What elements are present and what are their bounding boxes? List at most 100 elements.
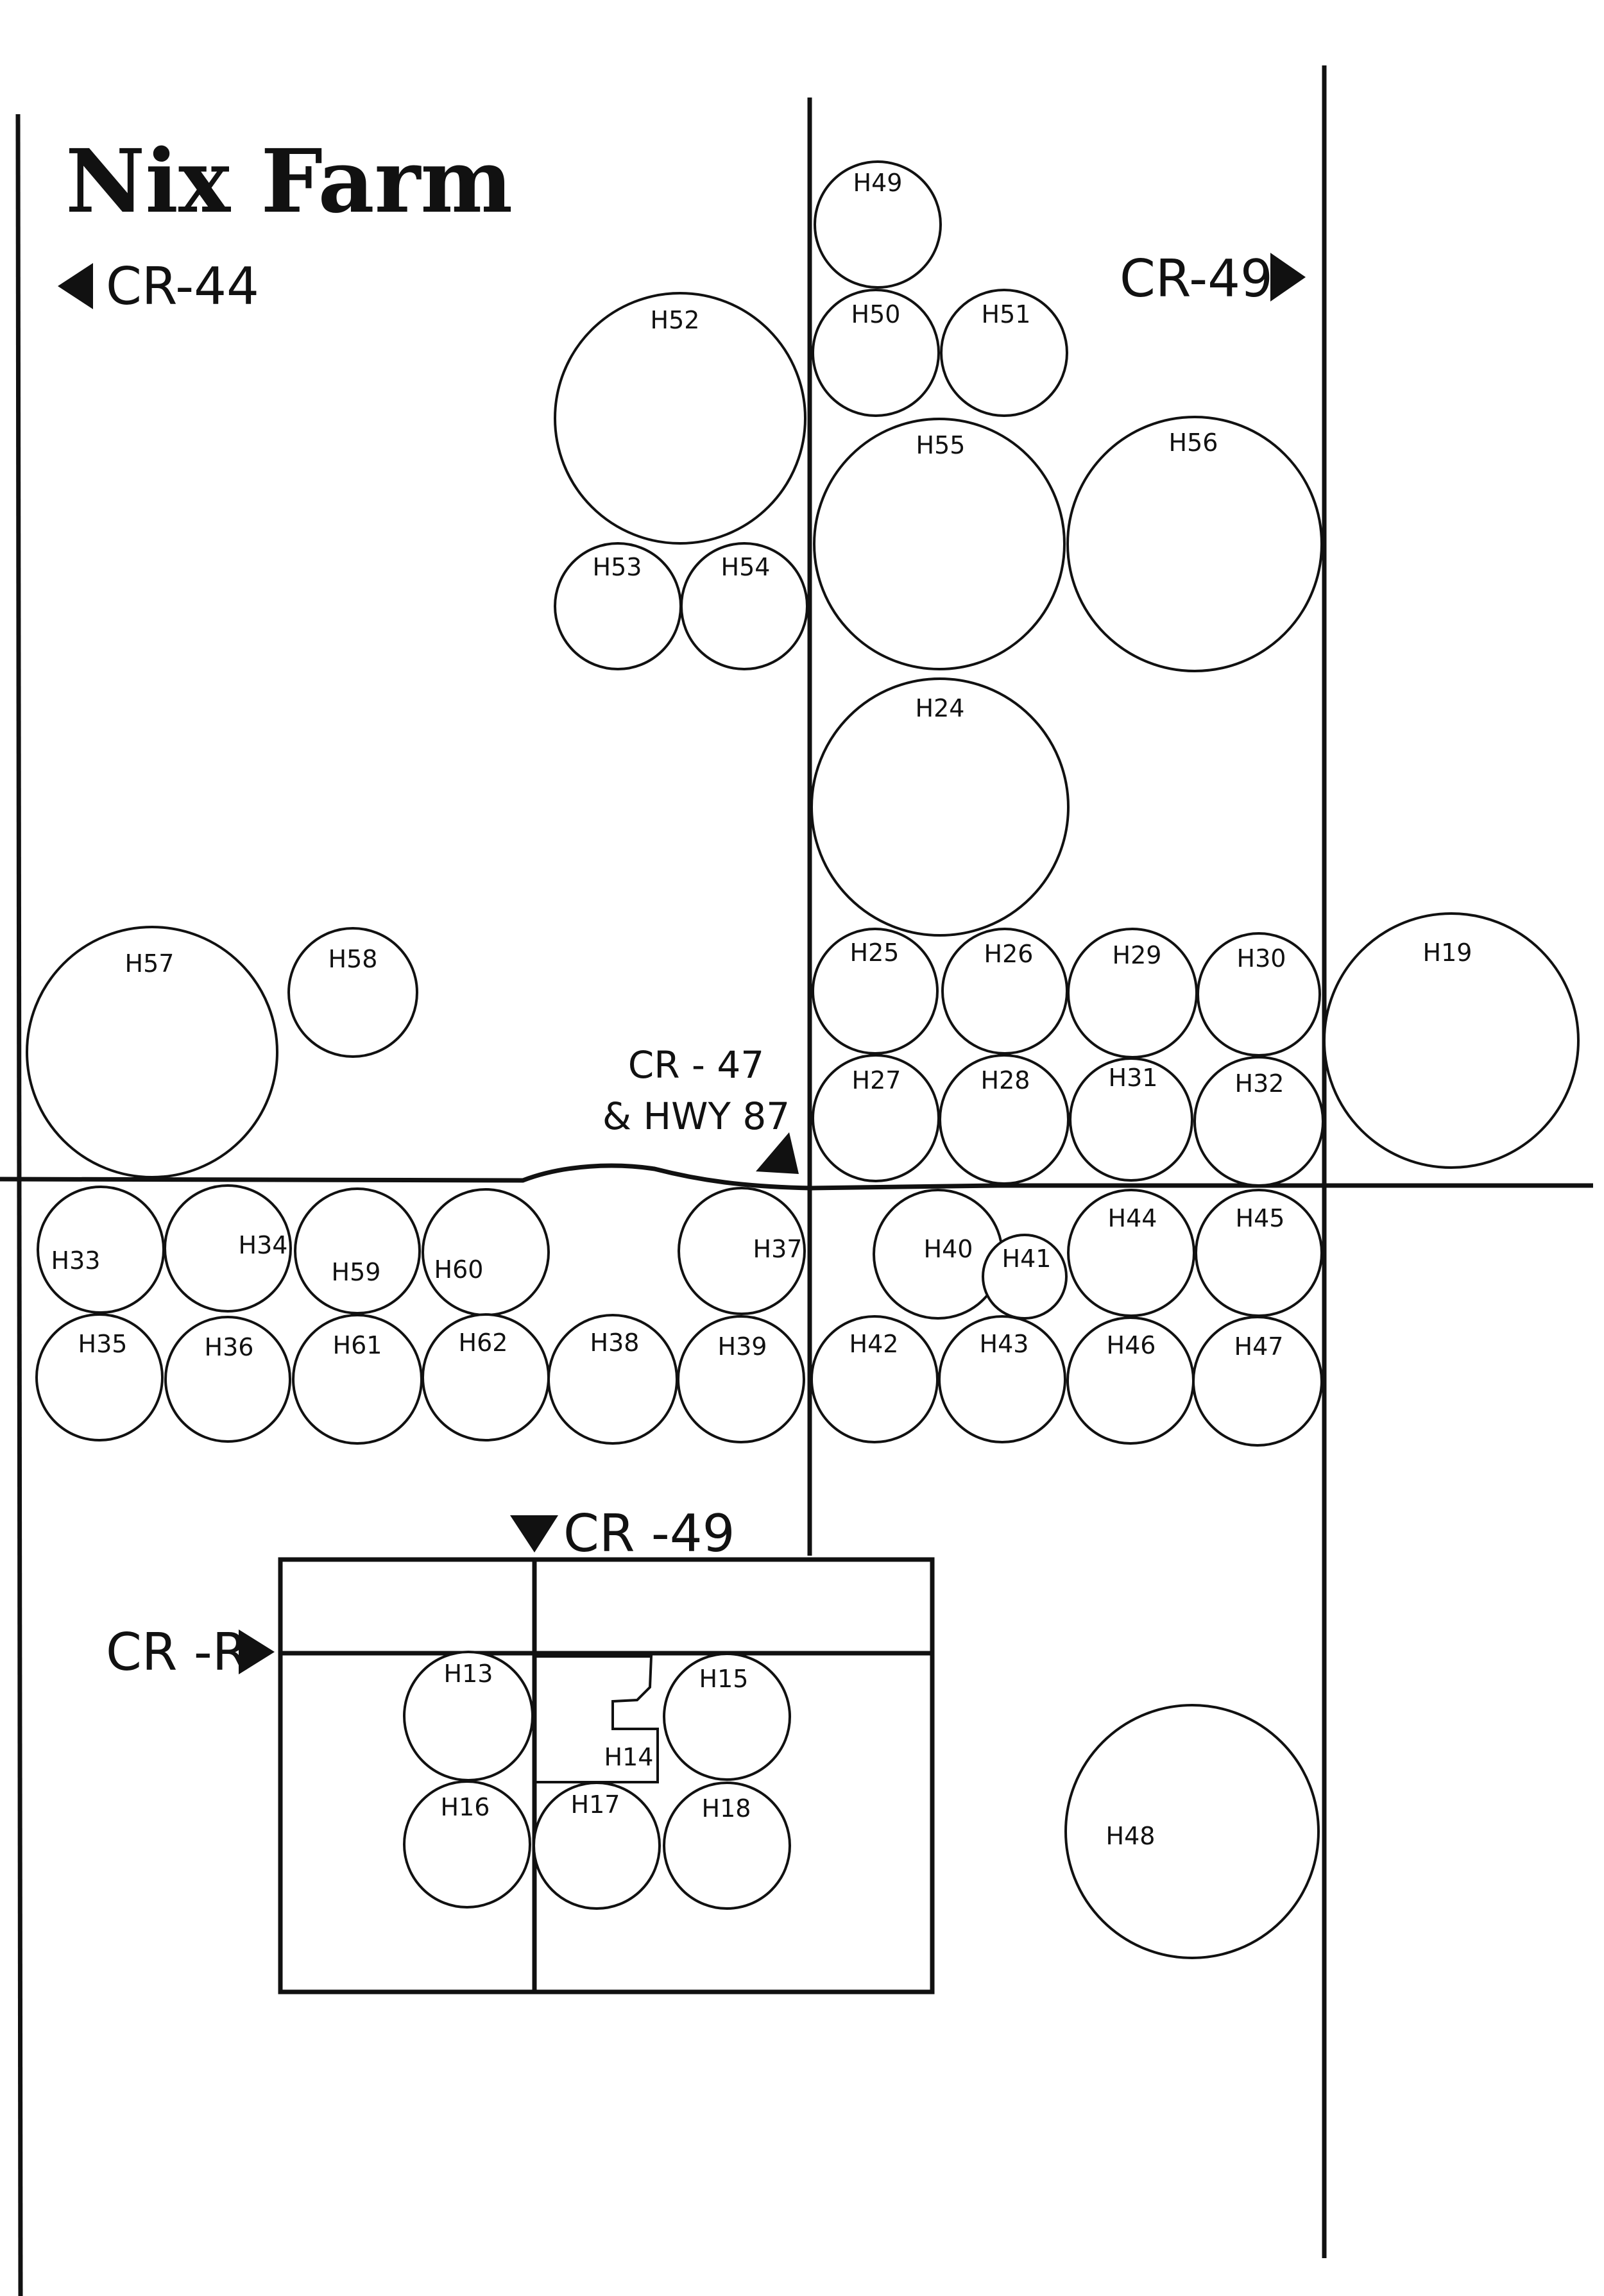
label-cr49-top: CR-49	[1120, 249, 1273, 309]
field-label-h19: H19	[1423, 939, 1472, 967]
field-h31	[1069, 1057, 1193, 1182]
field-h51	[940, 289, 1068, 417]
field-h15	[663, 1653, 791, 1781]
field-label-h58: H58	[328, 945, 378, 973]
field-label-h25: H25	[850, 939, 900, 967]
field-label-h40: H40	[924, 1235, 973, 1263]
label-hwy87: & HWY 87	[602, 1094, 790, 1138]
field-label-h18: H18	[702, 1794, 751, 1823]
field-label-h26: H26	[984, 940, 1034, 968]
road-cr47-hwy87	[0, 1163, 1593, 1191]
field-h56	[1066, 416, 1323, 672]
label-cr47: CR - 47	[628, 1043, 764, 1087]
field-h35	[35, 1313, 164, 1441]
field-h47	[1192, 1316, 1323, 1447]
field-label-h43: H43	[980, 1330, 1029, 1358]
field-label-h62: H62	[459, 1329, 508, 1357]
field-label-h24: H24	[916, 694, 965, 722]
field-label-h15: H15	[699, 1665, 749, 1693]
field-h13	[403, 1651, 534, 1782]
field-h55	[813, 418, 1066, 670]
field-h25	[812, 928, 939, 1055]
field-h18	[663, 1782, 791, 1910]
field-label-h27: H27	[852, 1066, 901, 1094]
field-label-h59: H59	[332, 1258, 381, 1286]
field-label-h29: H29	[1113, 941, 1162, 969]
field-label-h52: H52	[651, 306, 700, 334]
field-label-h13: H13	[444, 1660, 493, 1688]
field-h26	[941, 928, 1068, 1055]
field-label-h30: H30	[1237, 944, 1286, 973]
field-h49	[814, 160, 942, 289]
field-label-h42: H42	[849, 1330, 899, 1358]
field-label-h57: H57	[125, 949, 175, 978]
field-label-h53: H53	[593, 553, 642, 581]
field-h27	[812, 1054, 940, 1182]
arrow-left-icon	[58, 263, 93, 309]
field-label-h44: H44	[1108, 1204, 1157, 1232]
field-h36	[164, 1316, 291, 1443]
field-label-h47: H47	[1234, 1332, 1284, 1361]
field-h19	[1323, 912, 1580, 1169]
field-h16	[403, 1780, 531, 1909]
field-h50	[812, 289, 940, 417]
field-label-h55: H55	[916, 431, 966, 459]
field-label-h32: H32	[1235, 1069, 1284, 1098]
field-label-h34: H34	[239, 1231, 288, 1259]
field-h44	[1067, 1189, 1195, 1317]
field-h17	[533, 1782, 661, 1910]
field-label-h60: H60	[434, 1255, 484, 1284]
label-cr49-bottom: CR -49	[563, 1504, 735, 1563]
field-label-h46: H46	[1107, 1331, 1156, 1359]
road-cr44	[15, 114, 23, 2296]
field-label-h48: H48	[1106, 1822, 1156, 1850]
field-label-h14: H14	[604, 1743, 654, 1771]
field-h54	[680, 542, 808, 670]
field-h61	[292, 1314, 423, 1445]
field-h57	[26, 926, 278, 1178]
field-h29	[1067, 928, 1198, 1059]
field-h41	[982, 1234, 1068, 1320]
field-h37	[678, 1187, 806, 1315]
field-label-h28: H28	[981, 1066, 1030, 1094]
field-h42	[810, 1315, 939, 1443]
field-h59	[294, 1187, 421, 1314]
field-label-h36: H36	[205, 1333, 254, 1361]
field-h30	[1197, 932, 1321, 1057]
label-cr-r: CR -R	[106, 1622, 248, 1682]
arrow-up-icon	[756, 1132, 799, 1174]
field-h58	[287, 927, 418, 1058]
field-label-h35: H35	[78, 1330, 128, 1358]
field-h45	[1195, 1189, 1323, 1317]
field-label-h37: H37	[753, 1235, 803, 1263]
map-title: Nix Farm	[65, 130, 513, 233]
arrow-right-icon	[1270, 253, 1306, 302]
field-label-h39: H39	[718, 1332, 767, 1361]
field-enclosure	[278, 1557, 935, 1994]
field-label-h54: H54	[721, 553, 771, 581]
field-label-h16: H16	[441, 1793, 490, 1821]
field-h32	[1193, 1056, 1324, 1187]
field-label-h56: H56	[1169, 429, 1218, 457]
label-cr44: CR-44	[106, 257, 259, 316]
field-h60	[422, 1188, 550, 1316]
field-h14-outline	[536, 1655, 659, 1783]
field-label-h61: H61	[333, 1331, 382, 1359]
field-label-h41: H41	[1002, 1245, 1052, 1273]
fields-layer: H49 H50 H51 H52 H53 H54 H55 H56 H24 H57 …	[26, 160, 1580, 1959]
field-label-h51: H51	[982, 300, 1031, 328]
field-h52	[554, 292, 806, 545]
field-label-h17: H17	[571, 1790, 620, 1819]
field-label-h49: H49	[853, 169, 903, 197]
field-label-h45: H45	[1236, 1204, 1285, 1232]
field-h28	[939, 1054, 1070, 1185]
arrow-down-icon	[510, 1515, 558, 1552]
field-label-h50: H50	[851, 300, 901, 328]
field-h48	[1064, 1704, 1320, 1959]
field-h43	[938, 1315, 1066, 1443]
field-label-h31: H31	[1109, 1064, 1158, 1092]
field-label-h38: H38	[590, 1329, 640, 1357]
field-h34	[164, 1184, 292, 1313]
field-h33	[37, 1186, 165, 1314]
arrow-right-small-icon	[239, 1629, 275, 1674]
